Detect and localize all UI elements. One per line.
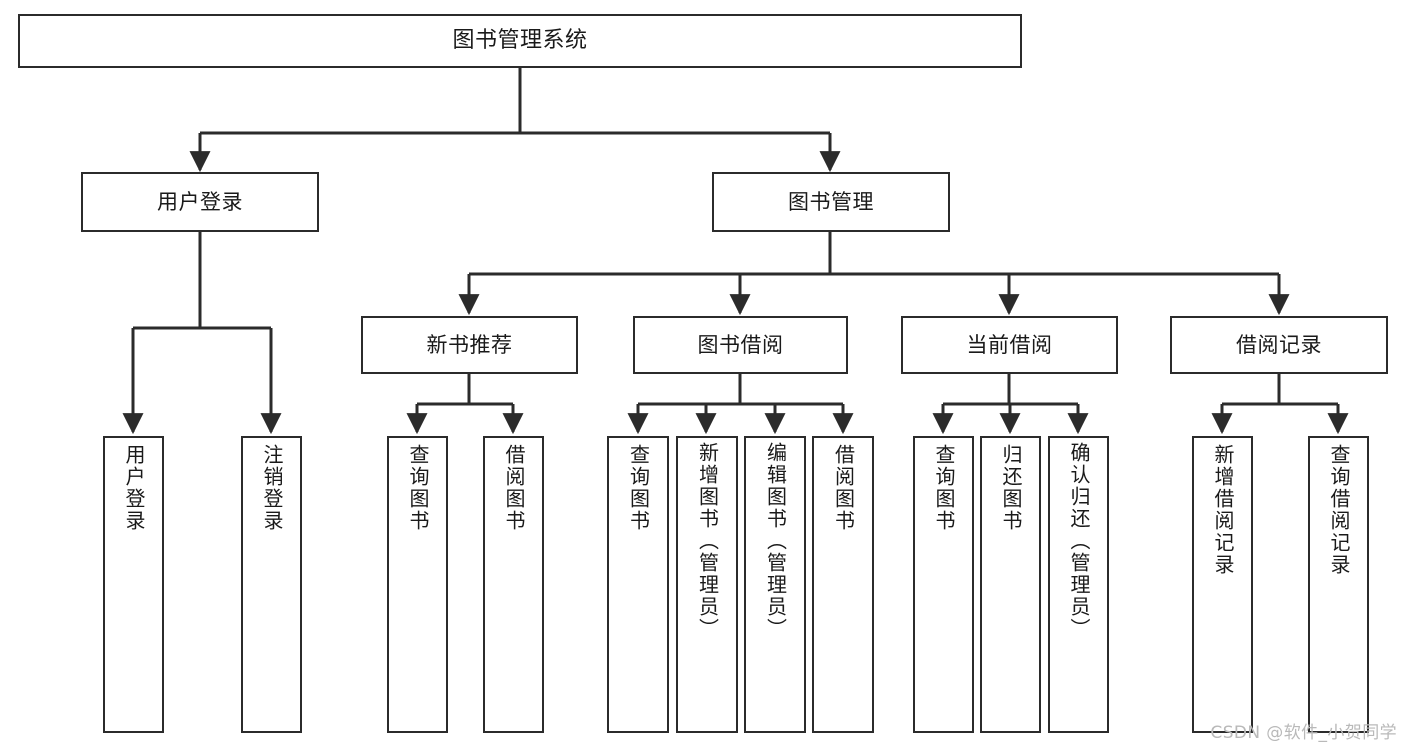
node-label: 编辑图书（管理员） [763,442,788,640]
leaf-borrow-book-new-rec[interactable]: 借阅图书 [483,436,544,733]
leaf-query-book-new-rec[interactable]: 查询图书 [387,436,448,733]
leaf-borrow-book-borrow[interactable]: 借阅图书 [812,436,874,733]
leaf-user-login[interactable]: 用户登录 [103,436,164,733]
leaf-edit-book-admin[interactable]: 编辑图书（管理员） [744,436,806,733]
node-label: 借阅记录 [1236,332,1322,357]
node-label: 用户登录 [157,189,243,214]
leaf-query-book-borrow[interactable]: 查询图书 [607,436,669,733]
node-book-management[interactable]: 图书管理 [712,172,950,232]
node-label: 新增图书（管理员） [695,442,720,640]
node-label: 图书借阅 [697,332,784,357]
node-label: 查询图书 [406,444,430,532]
node-label: 注销登录 [260,444,284,532]
node-book-borrowing[interactable]: 图书借阅 [633,316,848,374]
leaf-query-book-current[interactable]: 查询图书 [913,436,974,733]
node-label: 图书管理系统 [452,28,588,54]
node-label: 新增借阅记录 [1211,444,1235,576]
node-label: 用户登录 [122,444,146,532]
node-label: 借阅图书 [502,444,526,532]
node-label: 查询借阅记录 [1327,444,1351,576]
node-borrowing-record[interactable]: 借阅记录 [1170,316,1388,374]
node-current-borrowing[interactable]: 当前借阅 [901,316,1118,374]
node-label: 确认归还（管理员） [1067,442,1091,640]
node-new-book-recommendation[interactable]: 新书推荐 [361,316,578,374]
leaf-logout-login[interactable]: 注销登录 [241,436,302,733]
node-label: 图书管理 [788,189,874,214]
leaf-confirm-return-admin[interactable]: 确认归还（管理员） [1048,436,1109,733]
node-root-book-management-system[interactable]: 图书管理系统 [18,14,1022,68]
leaf-query-borrow-record[interactable]: 查询借阅记录 [1308,436,1369,733]
node-label: 查询图书 [626,444,651,532]
leaf-return-book[interactable]: 归还图书 [980,436,1041,733]
node-label: 借阅图书 [831,444,856,532]
node-label: 归还图书 [999,444,1023,532]
leaf-add-borrow-record[interactable]: 新增借阅记录 [1192,436,1253,733]
leaf-add-book-admin[interactable]: 新增图书（管理员） [676,436,738,733]
node-label: 新书推荐 [426,332,513,357]
node-label: 当前借阅 [966,332,1053,357]
node-label: 查询图书 [932,444,956,532]
node-user-login[interactable]: 用户登录 [81,172,319,232]
